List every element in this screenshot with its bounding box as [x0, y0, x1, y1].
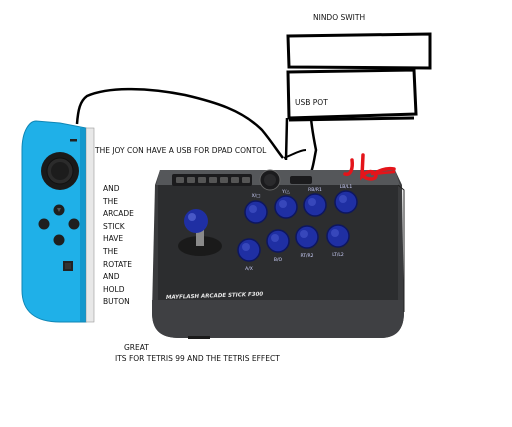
- label-rt: RT/R2: [300, 253, 313, 259]
- note-word: THE: [103, 196, 118, 206]
- arcade-joystick: [178, 209, 222, 256]
- joycon-cable: [75, 87, 284, 159]
- label-y: Y/△: [281, 189, 290, 195]
- signature-mark: [343, 153, 396, 181]
- label-b: B/O: [274, 257, 283, 263]
- usb-link: [283, 149, 307, 159]
- note-word: AND: [103, 184, 120, 193]
- note-word: HOLD: [103, 284, 125, 294]
- note-word: ARCADE: [103, 209, 134, 219]
- note-line-great: GREAT: [124, 343, 149, 352]
- note-line-tetris: ITS FOR TETRIS 99 AND THE TETRIS EFFECT: [115, 353, 280, 363]
- note-word: STICK: [103, 221, 125, 231]
- label-x: X/□: [252, 193, 261, 199]
- note-word: HAVE: [103, 234, 124, 244]
- note-nindo-switch: NINDO SWITH: [313, 13, 366, 22]
- switch-cable: [284, 117, 318, 173]
- note-usb-port: USB POT: [295, 98, 328, 107]
- note-word: THE: [103, 246, 118, 256]
- joycon-controller: [21, 120, 95, 323]
- note-arcade-stick-feature: AND THE ARCADE STICK HAVE THE ROTATE AND…: [103, 183, 143, 309]
- note-word: ROTATE: [103, 259, 132, 269]
- note-great-tetris: GREAT ITS FOR TETRIS 99 AND THE TETRIS E…: [115, 342, 280, 363]
- label-a: A/X: [245, 266, 253, 272]
- note-word: AND: [103, 272, 120, 282]
- nindo-switch-sketch: [286, 32, 432, 122]
- note-word: BUTON: [103, 297, 130, 307]
- arcade-stick-brand-label: MAYFLASH ARCADE STICK F300: [166, 292, 264, 301]
- label-lt: LT/L2: [332, 252, 344, 258]
- note-joycon-usb: THE JOY CON HAVE A USB FOR DPAD CONTOL: [95, 146, 267, 155]
- arcade-stick: X/□ Y/△ RB/R1 LB/L1 A/X B/O RT/R2 LT/L2 …: [152, 169, 405, 339]
- label-rb: RB/R1: [308, 187, 322, 193]
- label-lb: LB/L1: [340, 184, 353, 190]
